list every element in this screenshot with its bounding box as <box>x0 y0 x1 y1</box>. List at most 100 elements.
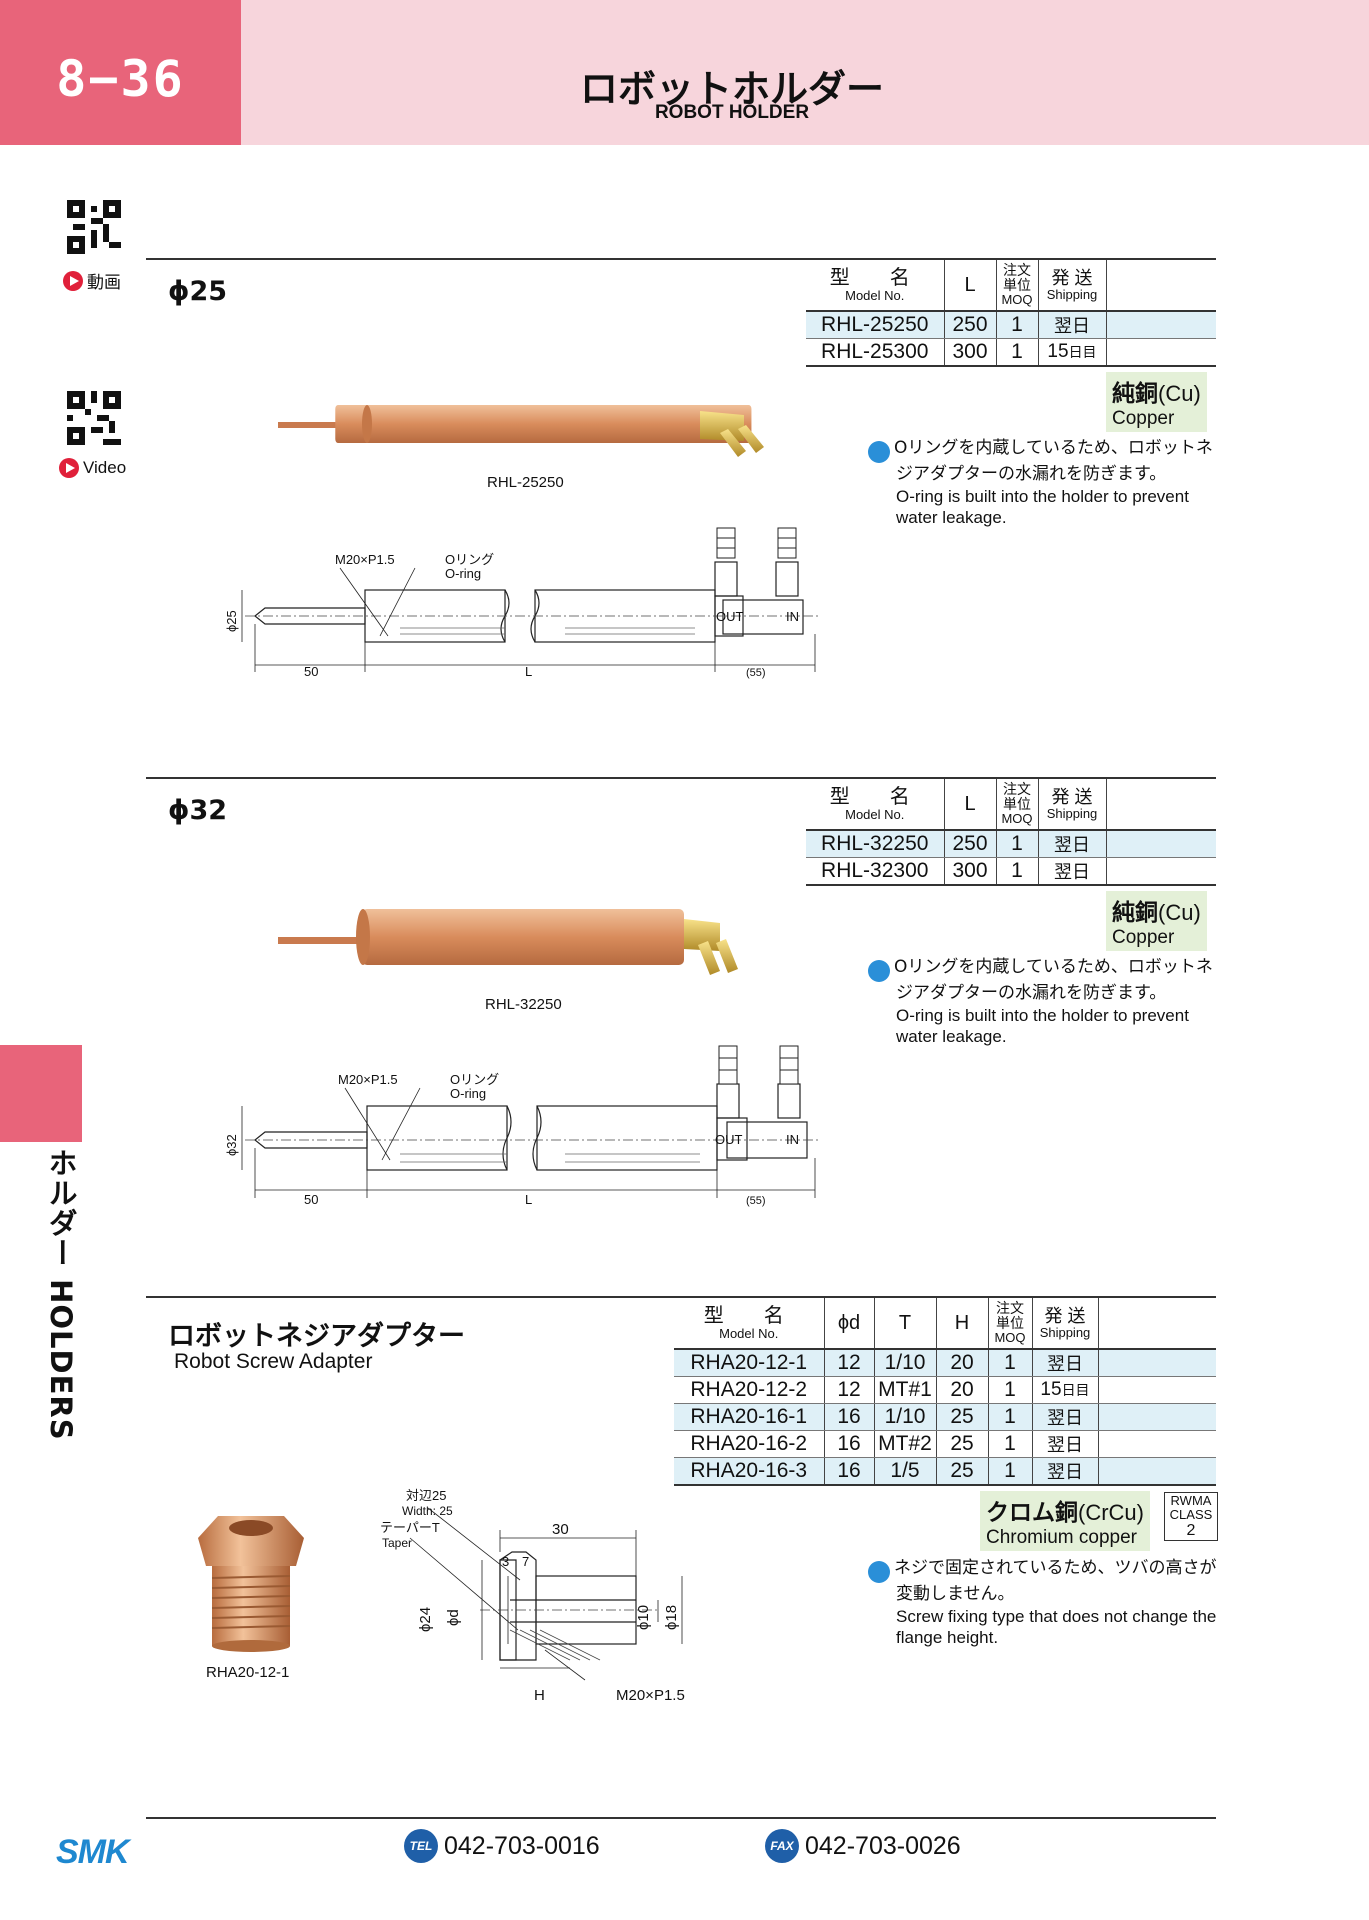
cell-shipping: 15日目 <box>1037 338 1106 367</box>
cell-shipping: 翌日 <box>1031 1430 1098 1458</box>
material-tag: 純銅(Cu) Copper <box>1106 891 1207 951</box>
product-photo <box>278 909 738 975</box>
cell-moq: 1 <box>987 1430 1032 1458</box>
qr-code-icon[interactable] <box>67 391 121 445</box>
header-band <box>241 0 1369 145</box>
dim-h: H <box>534 1687 545 1704</box>
cell-blank <box>1097 1430 1216 1458</box>
fax-number: 042-703-0026 <box>805 1831 961 1860</box>
cell-t: MT#2 <box>873 1430 936 1458</box>
cell-d: 12 <box>823 1376 874 1404</box>
dim-len2: L <box>525 1192 532 1207</box>
cell-l: 250 <box>943 830 996 858</box>
cell-model: RHA20-16-2 <box>674 1430 824 1458</box>
page-number-box <box>0 0 241 145</box>
dim-thread: M20×P1.5 <box>338 1072 398 1087</box>
dim-taper-en: Taper <box>382 1536 412 1550</box>
dim-dia18: ϕ18 <box>663 1605 680 1630</box>
table-row: RHL-32300 300 1 翌日 <box>806 857 1216 886</box>
cell-d: 12 <box>823 1349 874 1377</box>
dim-len3: (55) <box>746 1195 766 1207</box>
table-row: RHA20-16-3 16 1/5 25 1 翌日 <box>674 1457 1216 1486</box>
cell-shipping: 翌日 <box>1031 1457 1098 1486</box>
photo-caption: RHL-25250 <box>487 474 564 491</box>
info-icon: i <box>863 960 890 982</box>
dim-oring-en: O-ring <box>445 566 481 581</box>
fax-contact[interactable]: FAX 042-703-0026 <box>765 1829 961 1863</box>
video-link-jp[interactable]: 動画 <box>63 268 121 293</box>
photo-caption: RHL-32250 <box>485 996 562 1013</box>
dim-in: IN <box>786 609 799 624</box>
dim-len2: L <box>525 664 532 679</box>
cell-blank <box>1097 1376 1216 1404</box>
tel-contact[interactable]: TEL 042-703-0016 <box>404 1829 600 1863</box>
dim-len1: 50 <box>304 1192 318 1207</box>
dim-in: IN <box>786 1132 799 1147</box>
dim-thread: M20×P1.5 <box>335 552 395 567</box>
dim-diameter: ϕ32 <box>224 1134 239 1156</box>
technical-drawing: 対辺25 Width: 25 テーパーT Taper 30 3 7 ϕ24 ϕd… <box>380 1488 685 1704</box>
cell-model: RHL-25300 <box>806 338 944 367</box>
section-subtitle: Robot Screw Adapter <box>174 1350 373 1373</box>
dim-3: 3 <box>502 1554 509 1569</box>
dim-diameter: ϕ25 <box>224 610 239 632</box>
cell-shipping: 翌日 <box>1031 1403 1098 1431</box>
cell-shipping: 翌日 <box>1037 857 1106 886</box>
material-tag: クロム銅(CrCu) Chromium copper <box>980 1491 1150 1551</box>
cell-l: 300 <box>943 338 996 367</box>
cell-shipping: 翌日 <box>1031 1349 1098 1377</box>
qr-code-icon[interactable] <box>67 200 121 254</box>
dim-oring-jp: Oリング <box>445 552 494 567</box>
video-link-en[interactable]: Video <box>59 458 126 478</box>
cell-l: 250 <box>943 311 996 339</box>
cell-moq: 1 <box>987 1349 1032 1377</box>
dim-30: 30 <box>552 1521 569 1538</box>
cell-h: 25 <box>935 1403 988 1431</box>
cell-d: 16 <box>823 1457 874 1486</box>
fax-icon: FAX <box>765 1829 799 1863</box>
cell-blank <box>1097 1457 1216 1486</box>
header-t: T <box>873 1298 936 1349</box>
company-logo: SMK <box>56 1833 130 1871</box>
cell-model: RHL-32300 <box>806 857 944 886</box>
table-row: RHL-25250 250 1 翌日 <box>806 311 1216 339</box>
section-rule <box>146 777 1216 779</box>
cell-t: 1/5 <box>873 1457 936 1486</box>
cell-shipping: 翌日 <box>1037 830 1106 858</box>
dim-dia10: ϕ10 <box>635 1605 652 1630</box>
table-row: RHA20-16-2 16 MT#2 25 1 翌日 <box>674 1430 1216 1458</box>
table-row: RHA20-16-1 16 1/10 25 1 翌日 <box>674 1403 1216 1431</box>
cell-model: RHA20-16-3 <box>674 1457 824 1486</box>
dim-oring-jp: Oリング <box>450 1072 499 1087</box>
dim-len1: 50 <box>304 664 318 679</box>
video-label-en: Video <box>83 458 127 477</box>
table-row: RHA20-12-1 12 1/10 20 1 翌日 <box>674 1349 1216 1377</box>
cell-h: 20 <box>935 1376 988 1404</box>
cell-moq: 1 <box>995 857 1038 886</box>
dim-dia24: ϕ24 <box>417 1607 434 1632</box>
cell-blank <box>1105 338 1216 367</box>
header-l: L <box>943 260 996 311</box>
rwma-badge: RWMA CLASS 2 <box>1164 1492 1218 1541</box>
header-blank <box>1097 1298 1216 1349</box>
play-icon <box>63 270 83 291</box>
section-title: ϕ32 <box>168 795 228 826</box>
info-icon: i <box>863 441 890 463</box>
section-rule <box>146 1296 1216 1298</box>
cell-blank <box>1097 1403 1216 1431</box>
dim-width-en: Width: 25 <box>402 1504 453 1518</box>
dim-thread: M20×P1.5 <box>616 1687 685 1704</box>
video-label-jp: 動画 <box>87 273 121 292</box>
cell-blank <box>1105 857 1216 886</box>
